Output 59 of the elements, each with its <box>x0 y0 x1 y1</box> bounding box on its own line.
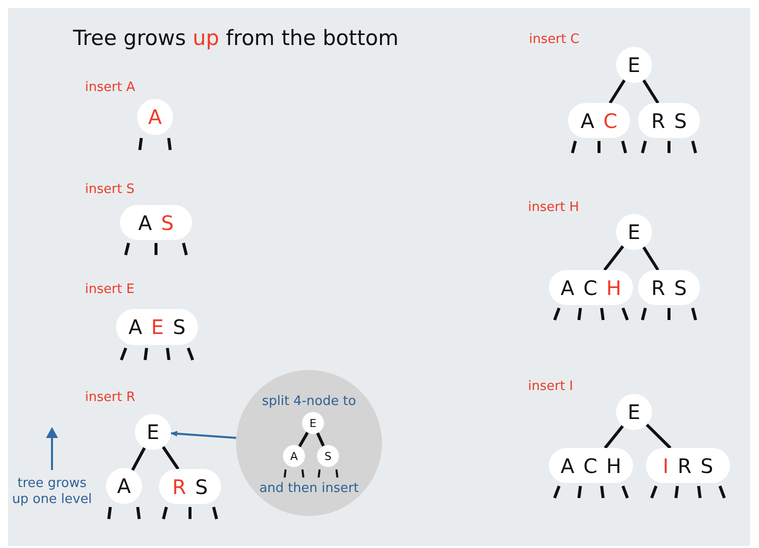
tree-link <box>298 432 309 448</box>
node-key: E <box>310 418 316 428</box>
note-text: split 4-node to <box>260 394 358 409</box>
step-label: insert H <box>528 200 579 215</box>
tree-link <box>646 424 672 450</box>
node-key: S <box>674 110 687 130</box>
tree-link <box>604 425 624 449</box>
step-label: insert S <box>85 182 134 197</box>
node-key: S <box>160 212 174 232</box>
tree-link <box>642 79 660 104</box>
node-key: H <box>606 278 622 298</box>
tree-node <box>317 445 339 467</box>
node-key: A <box>580 110 594 130</box>
tree-node <box>302 412 324 434</box>
arrow <box>170 430 236 439</box>
node-key: A <box>148 107 162 127</box>
node-key: I <box>662 456 669 476</box>
node-key: S <box>172 317 186 337</box>
step-label: insert I <box>528 379 574 394</box>
node-key: C <box>583 456 598 476</box>
node-key: A <box>290 450 298 462</box>
node-key: A <box>560 278 574 298</box>
node-key: A <box>117 476 131 496</box>
tree-node <box>646 448 730 483</box>
node-key: E <box>146 422 160 442</box>
step-label: insert E <box>85 282 134 297</box>
tree-node <box>549 270 633 305</box>
node-key: E <box>151 317 164 337</box>
note-text: tree grows up one level <box>11 476 93 508</box>
step-label: insert A <box>85 80 136 95</box>
node-key: S <box>195 476 208 496</box>
node-key: C <box>603 110 618 130</box>
node-key: S <box>324 450 332 462</box>
tree-link <box>316 432 325 447</box>
tree-link <box>162 446 180 470</box>
node-key: A <box>138 212 152 232</box>
note-text: and then insert <box>258 481 360 496</box>
node-key: R <box>651 110 666 130</box>
node-key: E <box>628 55 640 75</box>
node-key: E <box>628 222 640 242</box>
step-label: insert R <box>85 390 136 405</box>
tree-node <box>549 448 633 483</box>
node-key: R <box>651 278 666 298</box>
node-key: A <box>128 317 142 337</box>
tree-link <box>642 246 660 271</box>
tree-link <box>603 245 624 271</box>
node-key: S <box>700 456 714 476</box>
diagram-title: Tree grows up from the bottom <box>73 26 399 50</box>
node-key: R <box>172 476 186 496</box>
step-label: insert C <box>529 32 580 47</box>
node-key: H <box>606 456 622 476</box>
node-key: S <box>674 278 687 298</box>
node-key: R <box>678 456 692 476</box>
tree-link <box>608 79 626 104</box>
node-key: C <box>583 278 598 298</box>
tree-node <box>283 445 305 467</box>
node-key: E <box>628 402 640 422</box>
node-key: A <box>560 456 574 476</box>
tree-link <box>131 447 146 471</box>
